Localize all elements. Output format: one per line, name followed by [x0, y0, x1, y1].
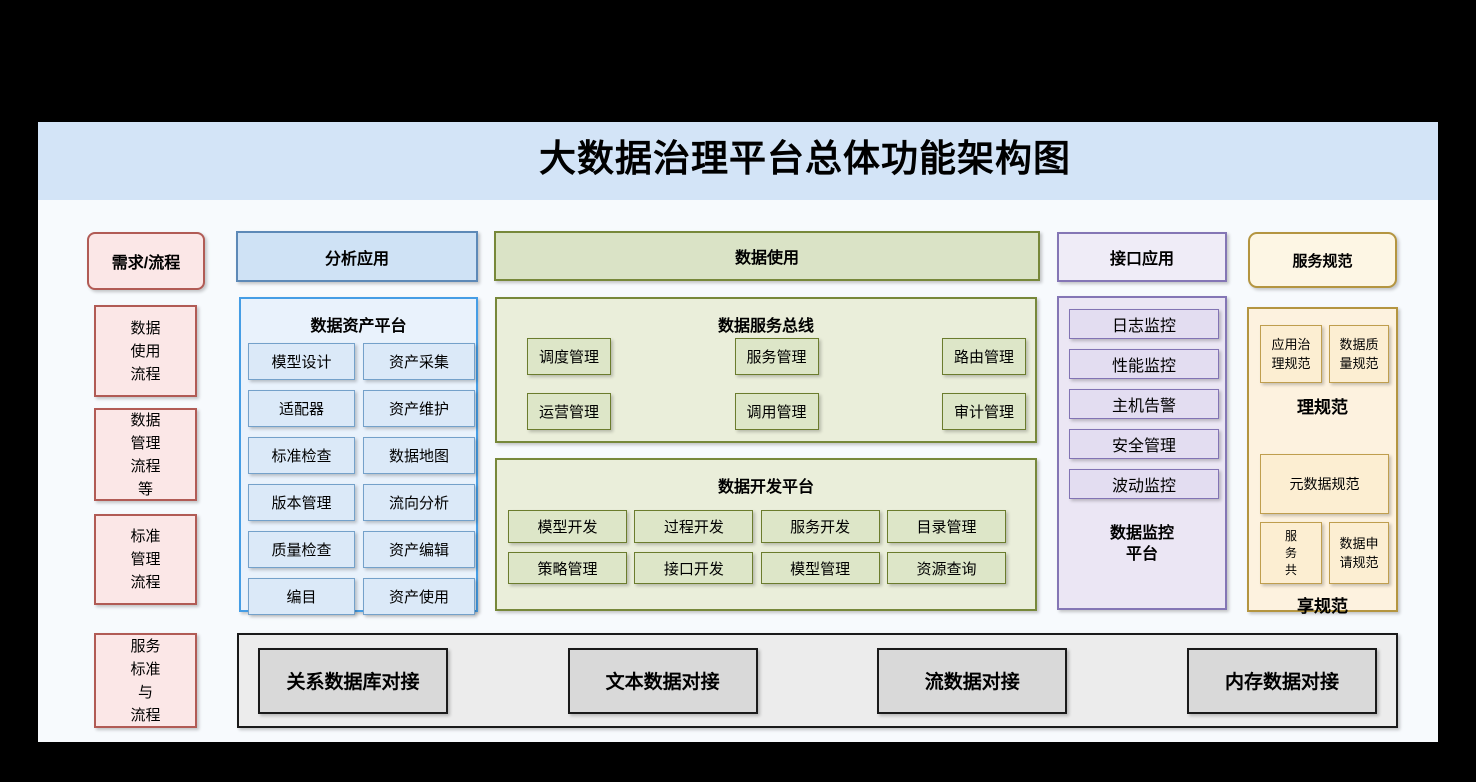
process-box-data-management: 数据 管理 流程 等 [94, 408, 197, 501]
interface-header: 接口应用 [1057, 232, 1227, 282]
spec-header: 服务规范 [1248, 232, 1397, 288]
asset-item: 流向分析 [363, 484, 475, 521]
analysis-header: 分析应用 [236, 231, 478, 282]
data-service-bus: 数据服务总线 调度管理 服务管理 路由管理 运营管理 调用管理 审计管理 [495, 297, 1037, 443]
service-bus-row-2: 运营管理 调用管理 审计管理 [527, 393, 1026, 430]
spec-group2-label: 享规范 [1297, 597, 1348, 616]
dev-platform-row-1: 模型开发 过程开发 服务开发 目录管理 [508, 510, 1006, 543]
bus-item: 审计管理 [942, 393, 1026, 430]
monitor-item: 性能监控 [1069, 349, 1219, 379]
asset-item: 标准检查 [248, 437, 355, 474]
spec-box-app-governance: 应用治 理规范 [1260, 325, 1322, 383]
asset-item: 质量检查 [248, 531, 355, 568]
spec-container: 应用治 理规范 数据质 量规范 理规范 元数据规范 服 务 共 数据申 请规范 … [1247, 307, 1398, 616]
data-service-bus-title: 数据服务总线 [717, 318, 814, 335]
dev-item: 目录管理 [886, 510, 1006, 543]
data-monitor-platform-label: 数据监控 平台 [1109, 525, 1174, 563]
spec-box-data-quality: 数据质 量规范 [1329, 325, 1389, 383]
asset-item: 资产采集 [363, 343, 475, 380]
monitor-item: 波动监控 [1069, 469, 1219, 499]
requirements-header: 需求/流程 [87, 232, 205, 290]
spec-box-metadata: 元数据规范 [1260, 454, 1389, 514]
process-box-data-usage: 数据 使用 流程 [94, 305, 197, 397]
monitor-item: 安全管理 [1069, 429, 1219, 459]
integration-box-memory-data: 内存数据对接 [1186, 647, 1377, 714]
process-box-standard-management: 标准 管理 流程 [94, 514, 197, 605]
dev-item: 接口开发 [634, 552, 754, 584]
dev-item: 模型管理 [760, 552, 880, 584]
dev-item: 过程开发 [634, 510, 754, 543]
spec-box-service-sharing: 服 务 共 [1260, 522, 1322, 584]
integration-box-text-data: 文本数据对接 [567, 647, 758, 714]
data-dev-platform-title: 数据开发平台 [717, 479, 814, 496]
process-box-service-standard: 服务 标准 与 流程 [94, 633, 197, 728]
asset-item: 适配器 [248, 390, 355, 427]
bus-item: 运营管理 [527, 393, 611, 430]
asset-item: 数据地图 [363, 437, 475, 474]
asset-item: 版本管理 [248, 484, 355, 521]
title-bar: 大数据治理平台总体功能架构图 [38, 122, 1438, 200]
integration-bar: 关系数据库对接 文本数据对接 流数据对接 内存数据对接 [237, 633, 1398, 728]
usage-header: 数据使用 [494, 231, 1040, 281]
dev-item: 资源查询 [886, 552, 1006, 584]
diagram-panel: 大数据治理平台总体功能架构图 需求/流程 数据 使用 流程 数据 管理 流程 等… [38, 122, 1438, 742]
data-asset-grid: 模型设计 资产采集 适配器 资产维护 标准检查 数据地图 版本管理 流向分析 质… [241, 336, 476, 615]
bus-item: 路由管理 [942, 338, 1026, 375]
dev-platform-row-2: 策略管理 接口开发 模型管理 资源查询 [508, 552, 1006, 584]
data-asset-platform: 数据资产平台 模型设计 资产采集 适配器 资产维护 标准检查 数据地图 版本管理… [239, 297, 478, 615]
dev-item: 服务开发 [760, 510, 880, 543]
monitor-item: 日志监控 [1069, 309, 1219, 339]
integration-box-stream-data: 流数据对接 [877, 647, 1068, 714]
data-dev-platform: 数据开发平台 模型开发 过程开发 服务开发 目录管理 策略管理 接口开发 模型管… [495, 458, 1037, 611]
dev-item: 模型开发 [508, 510, 627, 543]
service-bus-row-1: 调度管理 服务管理 路由管理 [527, 338, 1026, 375]
asset-item: 资产使用 [363, 578, 475, 615]
diagram-title: 大数据治理平台总体功能架构图 [539, 138, 1071, 179]
asset-item: 资产维护 [363, 390, 475, 427]
asset-item: 模型设计 [248, 343, 355, 380]
monitor-item: 主机告警 [1069, 389, 1219, 419]
spec-group1-label: 理规范 [1297, 398, 1348, 417]
dev-item: 策略管理 [508, 552, 627, 584]
bus-item: 调用管理 [734, 393, 819, 430]
data-monitor-platform: 日志监控 性能监控 主机告警 安全管理 波动监控 数据监控 平台 [1057, 296, 1227, 610]
bus-item: 服务管理 [734, 338, 819, 375]
integration-box-relational-db: 关系数据库对接 [258, 647, 448, 714]
spec-box-data-apply: 数据申 请规范 [1329, 522, 1389, 584]
asset-item: 资产编辑 [363, 531, 475, 568]
data-asset-platform-title: 数据资产平台 [310, 318, 407, 335]
bus-item: 调度管理 [527, 338, 611, 375]
asset-item: 编目 [248, 578, 355, 615]
